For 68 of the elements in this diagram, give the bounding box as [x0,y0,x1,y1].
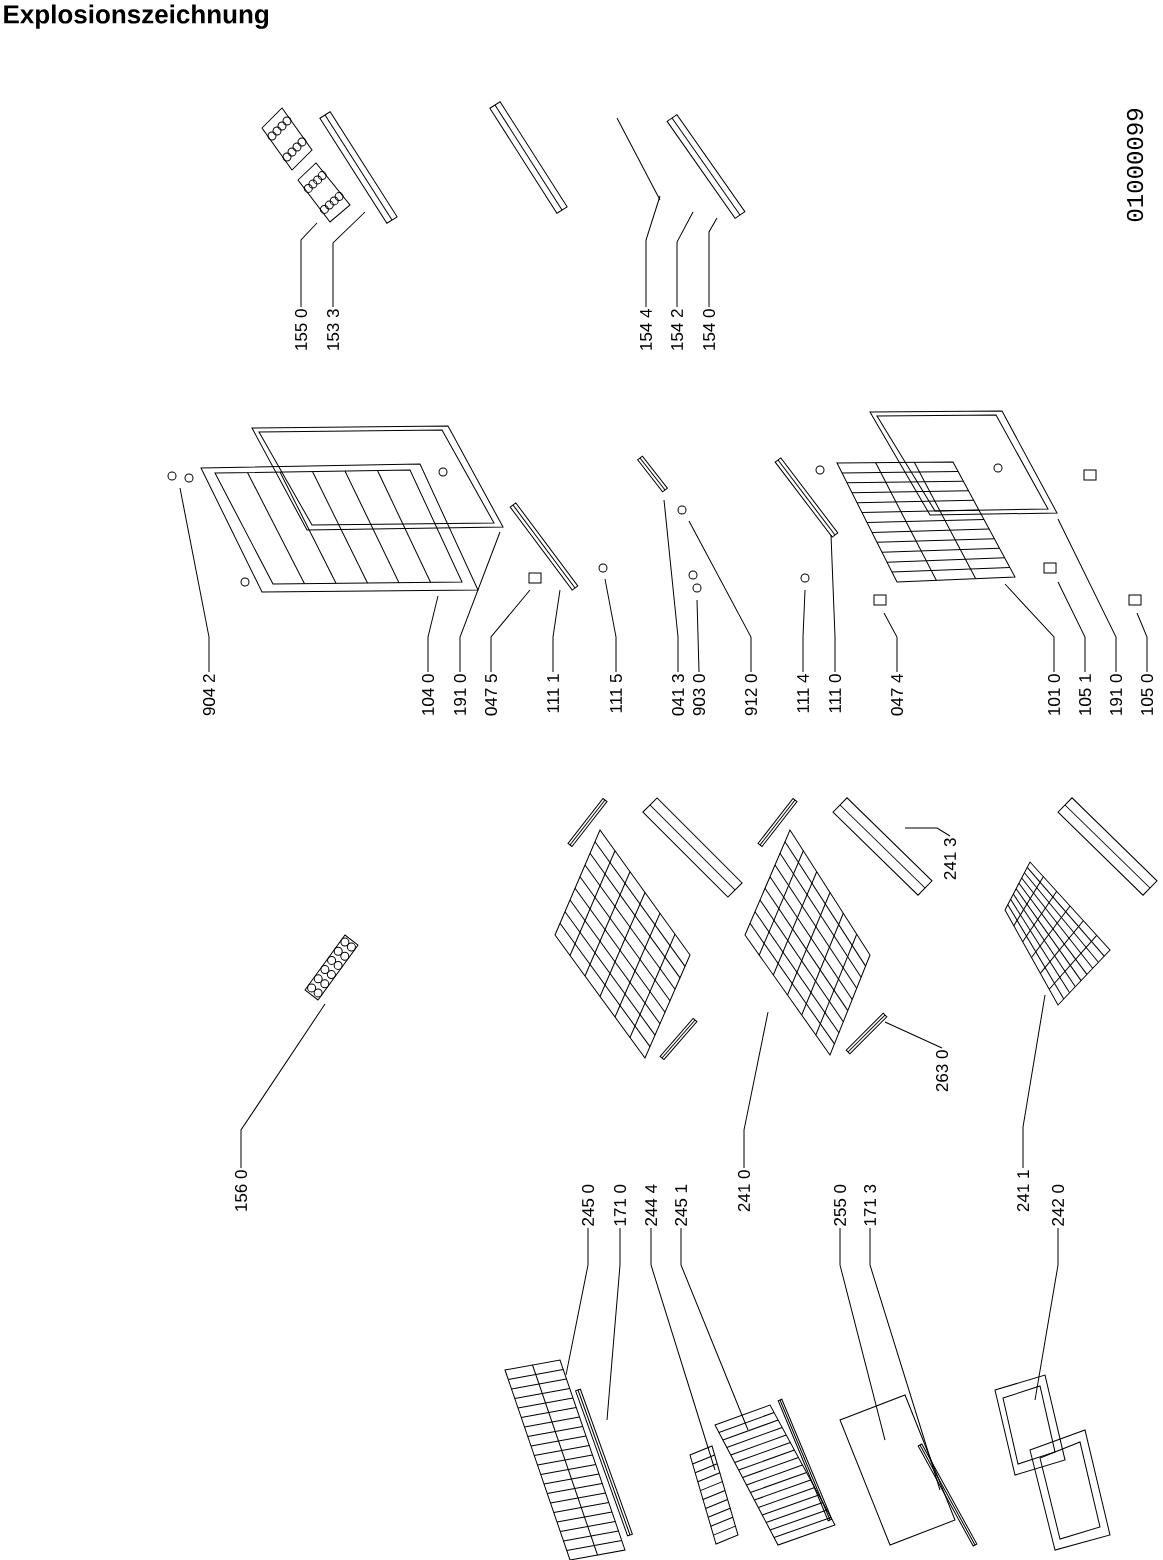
part-number: 241 3 [944,838,957,880]
leader-line [884,1021,943,1049]
part-number: 171 0 [614,1184,627,1226]
part-number: 191 0 [1110,674,1123,715]
leader-line [1022,994,1046,1169]
leader-line [332,211,366,308]
leader-line [240,1003,326,1169]
part-number: 255 0 [834,1184,847,1226]
leader-line [606,1227,621,1421]
leader-line [604,578,617,673]
part-number: 105 0 [1141,674,1154,715]
leader-line [1136,612,1148,673]
part-number: 245 0 [582,1184,595,1226]
leader-line [565,1227,589,1376]
part-number: 154 4 [640,309,652,350]
part-number: 111 0 [829,674,842,713]
part-number: 241 1 [1017,1170,1029,1212]
leader-line [459,531,501,673]
part-number: 191 0 [454,674,467,715]
leader-line [663,499,679,673]
leader-line [645,195,661,308]
leader-line [839,1227,886,1441]
part-number: 154 0 [703,309,716,350]
part-number: 904 2 [203,674,216,716]
leader-line [904,827,951,837]
part-number: 171 3 [864,1184,877,1226]
part-number: 111 4 [797,674,809,713]
leader-line [696,599,700,673]
leader-line [490,589,531,673]
leader-line [676,211,694,308]
leader-line [1057,581,1086,673]
part-number: 244 4 [645,1184,657,1226]
part-number: 047 5 [485,674,498,716]
leader-line [1034,1227,1059,1401]
leader-line [743,1011,769,1169]
leader-line [708,217,718,308]
drawing-number: 01000099 [1126,109,1144,222]
leader-line [552,589,561,673]
part-number: 154 2 [671,309,684,350]
leader-line [680,1227,749,1431]
leader-line [830,534,836,673]
leader-line [1004,583,1055,673]
part-number: 903 0 [693,674,706,716]
part-number: 245 1 [675,1184,688,1226]
part-number: 241 0 [738,1170,751,1212]
part-number: 263 0 [936,1050,949,1092]
part-number: 155 0 [295,309,308,350]
part-number: 041 3 [672,674,685,716]
part-number: 047 4 [891,674,904,716]
leader-line [869,1227,941,1491]
part-number: 105 1 [1079,674,1092,715]
part-number: 101 0 [1048,674,1061,715]
part-number: 156 0 [235,1170,248,1211]
leader-line [427,595,439,673]
leader-line [179,487,210,673]
part-number: 111 5 [610,674,622,713]
leader-line [650,1227,716,1471]
part-number: 111 1 [547,674,559,713]
part-number: 104 0 [422,674,435,715]
title: Explosionszeichnung [4,4,269,29]
leader-line [883,612,898,673]
leader-line [1057,518,1117,673]
part-number: 242 0 [1052,1184,1065,1226]
leader-line [802,589,806,673]
leader-line [300,222,318,308]
part-number: 912 0 [745,674,758,716]
part-number: 153 3 [327,309,340,350]
leader-line [688,520,752,673]
